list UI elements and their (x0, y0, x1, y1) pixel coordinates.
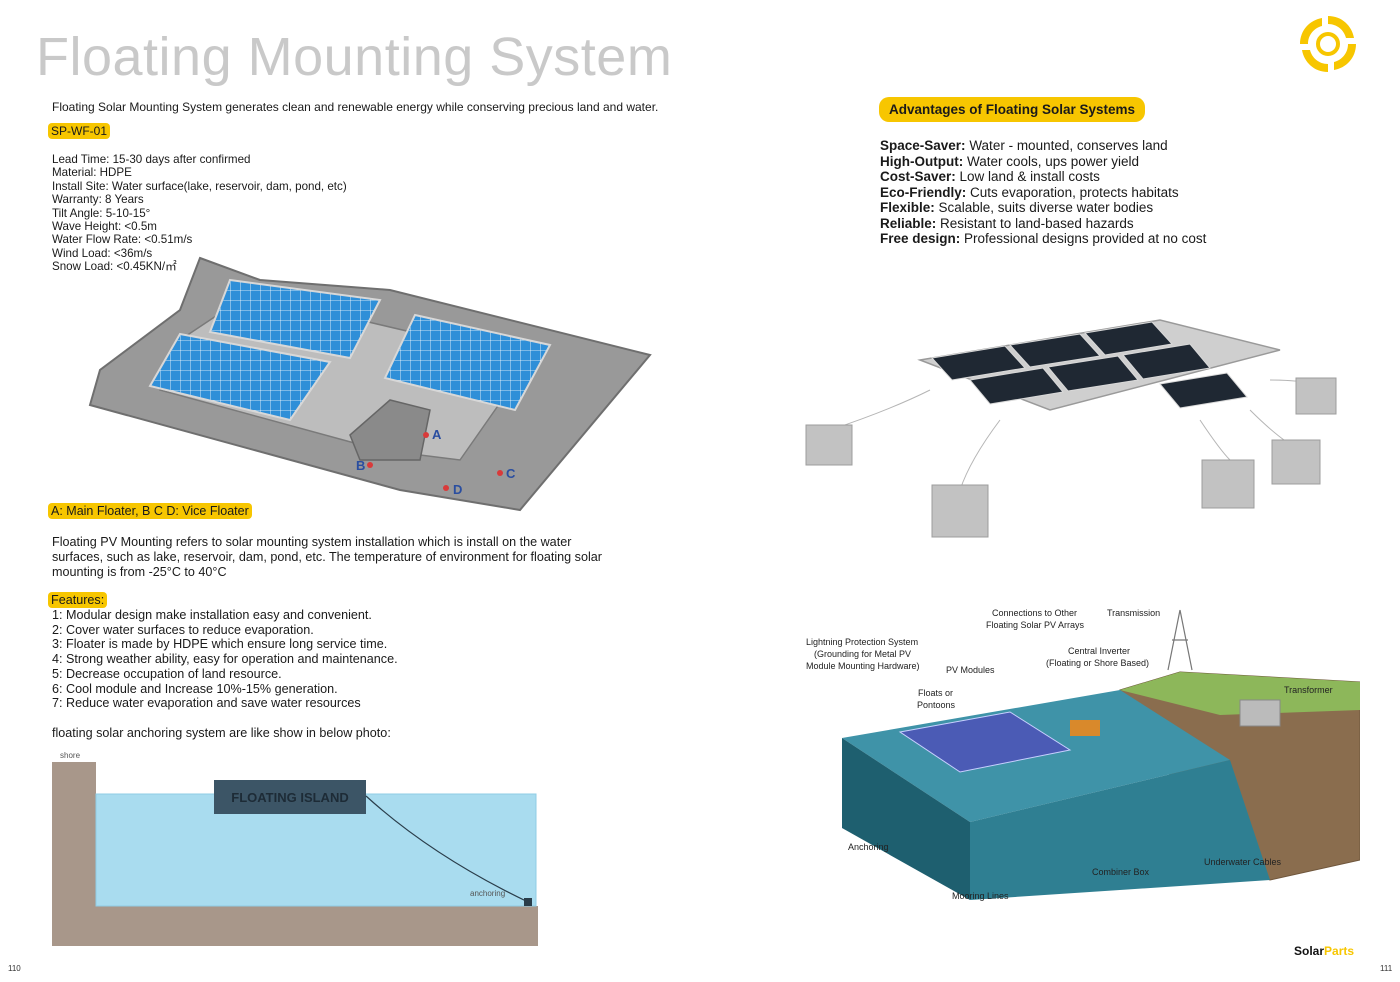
brand-logo: SolarParts (1294, 944, 1355, 958)
advantage-item: Flexible: Scalable, suits diverse water … (880, 200, 1154, 215)
spec-item: Wave Height: <0.5m (52, 220, 157, 234)
marker-b (367, 462, 373, 468)
spec-item: Tilt Angle: 5-10-15° (52, 206, 151, 220)
marker-c (497, 470, 503, 476)
panel-array (931, 321, 1248, 409)
feature-item: 3: Floater is made by HDPE which ensure … (52, 637, 388, 652)
label-c: C (506, 466, 516, 481)
spec-item: Lead Time: 15-30 days after confirmed (52, 153, 251, 166)
features-label: Features: (48, 592, 108, 608)
model-code: SP-WF-01 (48, 123, 111, 139)
page-number-right: 111 (1380, 964, 1393, 973)
feature-item: 1: Modular design make installation easy… (52, 608, 372, 622)
label-connections-1: Connections to Other (992, 608, 1077, 618)
advantage-item: Reliable: Resistant to land-based hazard… (880, 215, 1134, 231)
marker-d (443, 485, 449, 491)
central-inverter (1070, 720, 1100, 736)
floating-pv-system-diagram: Connections to Other Floating Solar PV A… (806, 608, 1360, 901)
grass-surface (1120, 672, 1360, 715)
anchoring-label: anchoring (470, 889, 505, 898)
label-floats-1: Floats or (918, 688, 953, 698)
feature-item: 4: Strong weather ability, easy for oper… (52, 652, 398, 667)
spec-item: Install Site: Water surface(lake, reserv… (52, 179, 347, 193)
advantage-item: High-Output: Water cools, ups power yiel… (880, 153, 1140, 169)
floater-legend: A: Main Floater, B C D: Vice Floater (48, 503, 252, 519)
floating-array-illustration (805, 319, 1337, 538)
spec-item: Material: HDPE (52, 166, 132, 180)
label-anchoring: Anchoring (848, 842, 889, 852)
label-transmission: Transmission (1107, 608, 1160, 618)
label-d: D (453, 482, 462, 497)
label-lightning-3: Module Mounting Hardware) (806, 661, 920, 671)
transformer (1239, 699, 1281, 727)
anchoring-note: floating solar anchoring system are like… (52, 726, 391, 740)
page-number-left: 110 (8, 964, 21, 973)
feature-item: 6: Cool module and Increase 10%-15% gene… (52, 681, 338, 696)
spec-item: Snow Load: <0.45KN/㎡ (52, 260, 177, 274)
floater-legend-text: A: Main Floater, B C D: Vice Floater (48, 503, 252, 519)
label-b: B (356, 458, 365, 473)
label-pv-modules: PV Modules (946, 665, 995, 675)
spec-item: Water Flow Rate: <0.51m/s (52, 233, 193, 247)
label-lightning-2: (Grounding for Metal PV (814, 649, 911, 659)
advantage-item: Eco-Friendly: Cuts evaporation, protects… (880, 184, 1179, 200)
label-connections-2: Floating Solar PV Arrays (986, 620, 1085, 630)
solar-panel (148, 332, 332, 422)
feature-item: 2: Cover water surfaces to reduce evapor… (52, 622, 314, 637)
anchor-block (524, 898, 532, 906)
advantages-heading: Advantages of Floating Solar Systems (879, 97, 1146, 122)
spec-list: Lead Time: 15-30 days after confirmed Ma… (52, 153, 347, 274)
transmission-tower-icon (1167, 609, 1193, 671)
floating-island-label: FLOATING ISLAND (231, 790, 348, 805)
marker-a (423, 432, 429, 438)
features-heading: Features: (48, 592, 108, 608)
floater-assembly-illustration: A B C D (88, 256, 652, 512)
features-list: 1: Modular design make installation easy… (52, 608, 398, 711)
solar-panel (208, 278, 382, 360)
shore-label: shore (60, 751, 81, 760)
description-text: Floating PV Mounting refers to solar mou… (52, 535, 602, 579)
label-combiner-box: Combiner Box (1092, 867, 1150, 877)
advantage-item: Cost-Saver: Low land & install costs (880, 169, 1100, 184)
advantages-list: Space-Saver: Water - mounted, conserves … (880, 138, 1206, 247)
label-mooring-lines: Mooring Lines (952, 891, 1009, 901)
anchoring-illustration: shore FLOATING ISLAND anchoring (52, 746, 538, 946)
label-inverter-2: (Floating or Shore Based) (1046, 658, 1149, 668)
model-code-badge: SP-WF-01 (48, 123, 111, 139)
label-transformer: Transformer (1284, 685, 1333, 695)
label-underwater-cables: Underwater Cables (1204, 857, 1282, 867)
anchor-blocks (805, 377, 1337, 538)
spec-item: Wind Load: <36m/s (52, 246, 153, 260)
feature-item: 5: Decrease occupation of land resource. (52, 666, 282, 681)
page-title: Floating Mounting System (36, 27, 673, 87)
sun-logo-icon (1300, 16, 1356, 72)
water-front-face (970, 760, 1270, 900)
intro-text: Floating Solar Mounting System generates… (52, 100, 659, 114)
advantage-item: Space-Saver: Water - mounted, conserves … (880, 138, 1168, 153)
pv-modules (898, 711, 1072, 773)
sea-floor (52, 906, 538, 946)
advantage-item: Free design: Professional designs provid… (880, 231, 1207, 246)
label-inverter-1: Central Inverter (1068, 646, 1130, 656)
floating-island (214, 780, 366, 814)
mooring-line (365, 795, 529, 903)
water-left-face (842, 738, 970, 900)
feature-item: 7: Reduce water evaporation and save wat… (52, 696, 361, 711)
label-a: A (432, 427, 442, 442)
label-floats-2: Pontoons (917, 700, 956, 710)
solar-panel (383, 313, 552, 412)
label-lightning-1: Lightning Protection System (806, 637, 918, 647)
spec-item: Warranty: 8 Years (52, 193, 144, 207)
